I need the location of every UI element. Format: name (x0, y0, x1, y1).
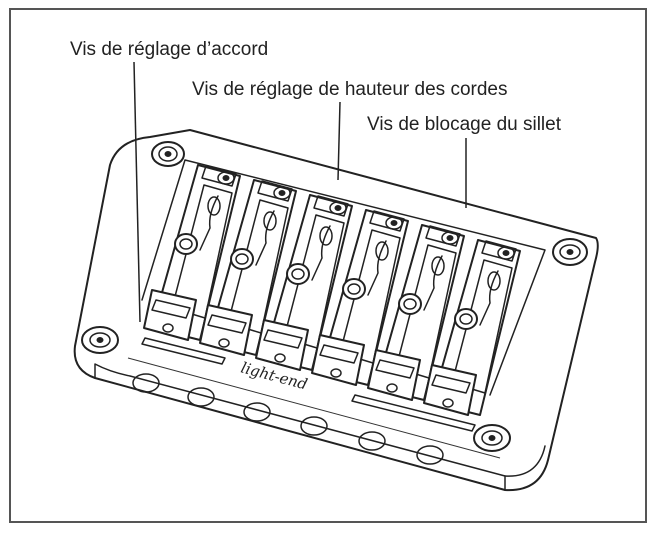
tuning-screw-head (330, 368, 342, 378)
tuning-screw-head (386, 383, 398, 393)
saddle-front-ridge (375, 359, 415, 379)
leader-line-tuning-screw (133, 61, 141, 323)
height-adjust-screw-inner (291, 268, 305, 280)
saddle-lock-screw-center (390, 220, 398, 226)
saddle-string-eye (207, 196, 221, 216)
saddle-string-eye (431, 256, 445, 276)
saddle-lock-screw (441, 231, 459, 245)
height-adjust-screw-inner (235, 253, 249, 265)
leader-line-string-height-screw (337, 101, 341, 181)
tuning-screw-head (218, 338, 230, 348)
mounting-hole-bottom-right (473, 424, 511, 452)
tuning-screw-head (274, 353, 286, 363)
saddle-lock-screw (273, 186, 291, 200)
mounting-hole-top-left (151, 141, 185, 167)
saddle-front-ridge (151, 299, 191, 319)
saddle-2 (199, 179, 297, 356)
saddle-1 (143, 164, 241, 341)
height-adjust-screw (174, 233, 198, 255)
tuning-screw-head (162, 323, 174, 333)
saddle-string-eye (263, 211, 277, 231)
saddle-lock-screw-center (222, 175, 230, 181)
string-through-holes (132, 373, 444, 465)
mounting-hole-top-right (552, 238, 588, 266)
saddle-front-ridge (431, 374, 471, 394)
height-adjust-screw (230, 248, 254, 270)
saddle-front-ridge (319, 344, 359, 364)
saddle-string-hook (367, 240, 387, 296)
label-saddle-lock-screw: Vis de blocage du sillet (367, 114, 561, 135)
height-adjust-screw (398, 293, 422, 315)
saddle-string-hook (423, 255, 443, 311)
saddle-lock-screw (329, 201, 347, 215)
saddle-string-hook (311, 225, 331, 281)
saddle-string-eye (319, 226, 333, 246)
saddle-5 (367, 224, 465, 401)
saddle-string-hook (479, 270, 499, 326)
saddle-string-hook (199, 195, 219, 251)
saddle-string-hook (255, 210, 275, 266)
saddle-front-ridge (263, 329, 303, 349)
engraved-slots (141, 337, 476, 432)
height-adjust-screw-inner (459, 313, 473, 325)
saddle-string-eye (487, 271, 501, 291)
mounting-hole-bottom-left (81, 326, 119, 354)
saddle-lock-screw-center (278, 190, 286, 196)
height-adjust-screw (342, 278, 366, 300)
label-string-height-screw: Vis de réglage de hauteur des cordes (192, 79, 508, 100)
saddle-lock-screw (497, 246, 515, 260)
height-adjust-screw-inner (179, 238, 193, 250)
saddle-lock-screw-center (446, 235, 454, 241)
saddle-string-eye (375, 241, 389, 261)
label-tuning-screw: Vis de réglage d’accord (70, 39, 269, 60)
height-adjust-screw-inner (347, 283, 361, 295)
saddle-front-ridge (207, 314, 247, 334)
tuning-screw-head (442, 398, 454, 408)
saddles-group (143, 164, 521, 416)
height-adjust-screw (454, 308, 478, 330)
saddle-housing (141, 159, 546, 396)
saddle-recess (451, 259, 513, 394)
saddle-lock-screw (217, 171, 235, 185)
saddle-lock-screw (385, 216, 403, 230)
height-adjust-screw (286, 263, 310, 285)
height-adjust-screw-inner (403, 298, 417, 310)
saddle-lock-screw-center (502, 250, 510, 256)
leader-lines (133, 61, 467, 323)
saddle-6 (423, 239, 521, 416)
saddle-lock-screw-center (334, 205, 342, 211)
